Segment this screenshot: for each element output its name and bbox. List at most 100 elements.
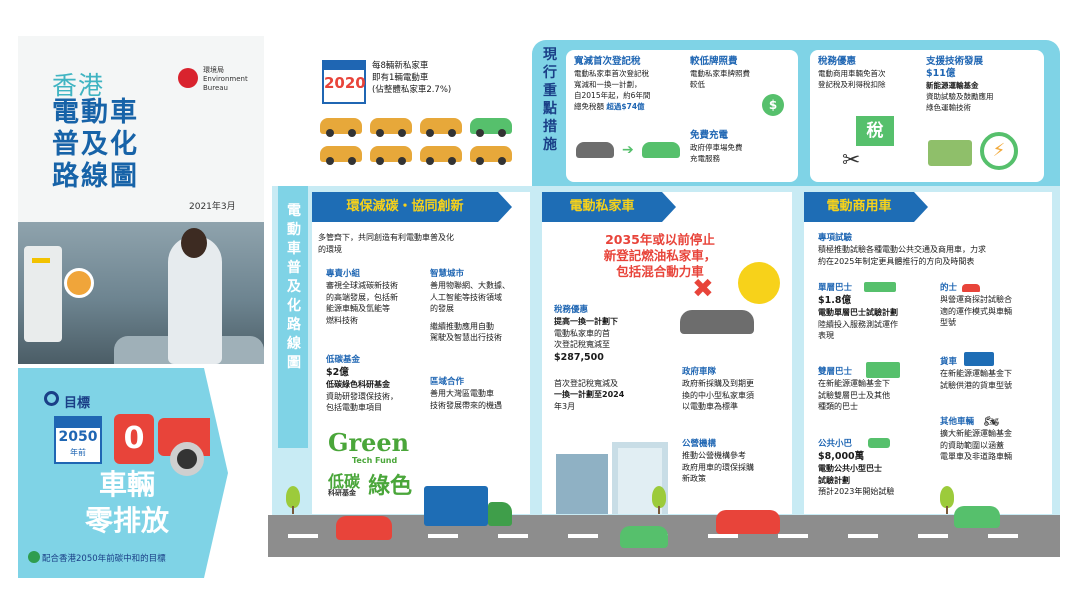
ban-x-icon: ✖	[692, 274, 714, 304]
target-panel: 目標 2050 年前 0 車輛 零排放 配合香港2050年前碳中和的目標	[18, 368, 228, 578]
ev-car-icon	[470, 118, 512, 137]
minibus-amount: $8,000萬	[818, 451, 865, 462]
task-force-title: 專責小組	[326, 269, 361, 279]
car-icon	[320, 118, 362, 137]
target-year: 2050	[58, 429, 98, 445]
public-bodies-line: 推動公營機構參考	[682, 451, 746, 460]
double-deck-bus-icon	[866, 362, 900, 378]
free-charging-block: 免費充電 政府停車場免費 充電服務	[690, 130, 794, 164]
smart-city-line: 的發展	[430, 304, 454, 313]
private-ev-measures-card: 寬減首次登記稅 電動私家車首次登記稅 寬減和一換一計劃， 自2015年起，約6年…	[566, 50, 798, 182]
single-deck-line: 電動單層巴士試驗計劃	[818, 308, 898, 317]
minibus-line: 預計2023年開始試驗	[818, 487, 895, 496]
lane-dash	[498, 534, 528, 538]
cover-title-line3: 普及化	[52, 129, 139, 160]
lane-dash	[778, 534, 808, 538]
double-deck-bus-section: 雙層巴士 在新能源運輸基金下 試驗雙層巴士及其他 種類的巴士	[818, 366, 936, 413]
truck-icon	[424, 486, 488, 526]
cover-title-line4: 路線圖	[52, 161, 139, 192]
taxi-icon	[962, 284, 980, 292]
ev-car-icon	[642, 142, 680, 158]
car-icon	[420, 146, 462, 165]
truck-cab-icon	[488, 502, 512, 526]
task-force-line: 審視全球減碳新技術	[326, 281, 398, 290]
header-arrow	[914, 192, 928, 222]
public-bodies-section: 公營機構 推動公營機構參考 政府用車的環保採購 新政策	[682, 438, 790, 485]
tech-line-3: 綠色運輸技術	[926, 103, 971, 112]
logo-green-cn: 綠色	[368, 474, 413, 499]
licence-fee-block: 較低牌照費 電動私家車牌照費 較低	[690, 56, 794, 90]
department-name: 環境局 Environment Bureau	[203, 66, 248, 93]
charging-title: 免費充電	[690, 130, 729, 141]
motorcycle-icon: 🏍	[984, 414, 1000, 428]
header-arrow	[662, 192, 676, 222]
double-deck-line: 試驗雙層巴士及其他	[818, 390, 890, 400]
taxi-title: 的士	[940, 283, 958, 293]
smart-city-line: 繼續推動應用自動	[430, 321, 494, 331]
car-icon	[320, 146, 362, 165]
stat-line-3: (佔整體私家車2.7%)	[372, 85, 452, 95]
tax-line-1: 電動商用車輛免首次	[818, 69, 886, 78]
target-year-sub: 年前	[70, 448, 86, 457]
minibus-section: 公共小巴 $8,000萬 電動公共小型巴士 試驗計劃 預計2023年開始試驗	[818, 438, 936, 498]
column-private-ev: 電動私家車 2035年或以前停止 新登記燃油私家車， 包括混合動力車 ✖ 稅務優…	[542, 192, 792, 514]
frt-line-2: 寬減和一換一計劃，	[574, 80, 642, 89]
double-deck-line: 種類的巴士	[818, 402, 858, 411]
lane-dash	[428, 534, 458, 538]
frt-line-4: 總免稅額 超過$74億	[574, 101, 686, 112]
smart-city-line: 人工智能等技術領域	[430, 292, 502, 302]
tax-concession-block: 稅務優惠 電動商用車輛免首次 登記稅及利得稅扣除	[818, 56, 922, 90]
tech-amount: $11億	[926, 68, 956, 79]
wheel-icon	[170, 442, 204, 476]
lane-dash	[288, 534, 318, 538]
minibus-line: 電動公共小型巴士	[818, 464, 882, 473]
column-2-header: 電動私家車	[542, 192, 662, 222]
government-logo-icon	[178, 68, 198, 88]
fund-line: 低碳綠色科研基金	[326, 380, 390, 389]
minibus-title: 公共小巴	[818, 439, 853, 449]
double-deck-line: 在新能源運輸基金下	[818, 379, 890, 388]
cover-image: 香港 電動車 普及化 路線圖 環境局 Environment Bureau 20…	[18, 36, 264, 364]
stat-2020-text: 每8輛新私家車 即有1輛電動車 (佔整體私家車2.7%)	[372, 60, 451, 96]
target-icon	[44, 391, 59, 406]
calendar-2050-icon: 2050 年前	[54, 416, 102, 464]
tax-incentive-line: 次登記稅寬減至	[554, 340, 610, 349]
cover-title-hk: 香港	[52, 71, 105, 100]
goods-vehicle-section: 貨車 在新能源運輸基金下 試驗供港的貨車型號	[940, 356, 1050, 391]
calendar-header	[56, 418, 100, 428]
goods-vehicle-line: 試驗供港的貨車型號	[940, 380, 1012, 390]
gov-fleet-line: 政府新採購及到期更	[682, 379, 754, 388]
stat-year: 2020	[324, 74, 366, 92]
frt-highlight: 超過$74億	[606, 102, 645, 111]
low-carbon-fund-section: 低碳基金 $2億 低碳綠色科研基金 資助研發環保技術， 包括電動車項目	[326, 354, 428, 414]
column-green-innovation: 環保減碳・協同創新 多管齊下，共同創造有利電動車普及化 的環境 專責小組 審視全…	[312, 192, 530, 514]
other-vehicles-section: 其他車輛 擴大新能源運輸基金 的資助範圍以涵蓋 電單車及非道路車輛	[940, 416, 1052, 463]
car-icon	[470, 146, 512, 165]
cover-title-line2: 電動車	[52, 97, 139, 128]
taxi-icon	[336, 516, 392, 540]
taxi-section: 的士 與營運商探討試驗合 適的運作模式與車輛 型號	[940, 282, 1050, 329]
frt-line-1: 電動私家車首次登記稅	[574, 69, 649, 78]
double-deck-title: 雙層巴士	[818, 367, 853, 377]
regional-line: 善用大灣區電動車	[430, 389, 494, 398]
other-vehicles-line: 電單車及非道路車輛	[940, 452, 1012, 461]
public-bodies-title: 公營機構	[682, 439, 717, 449]
task-force-section: 專責小組 審視全球減碳新技術 的高端發展，包括新 能源車輛及氫能等 燃料技術	[326, 268, 428, 326]
task-force-line: 的高端發展，包括新	[326, 292, 398, 302]
tax-incentive-line: 首次登記稅寬減及	[554, 378, 618, 388]
intro-line-1: 多管齊下，共同創造有利電動車普及化	[318, 233, 454, 242]
frt-line-4-text: 總免稅額	[574, 102, 604, 111]
regional-line: 技術發展帶來的機遇	[430, 400, 502, 410]
public-bodies-line: 新政策	[682, 474, 706, 483]
single-deck-bus-section: 單層巴士 $1.8億 電動單層巴士試驗計劃 陸續投入服務測試運作 表現	[818, 282, 936, 342]
headline-line-1: 2035年或以前停止	[605, 232, 715, 247]
carbon-neutral-icon	[28, 551, 40, 563]
gov-fleet-line: 換的中小型私家車須	[682, 390, 754, 400]
taxi-line: 型號	[940, 318, 956, 327]
minibus-line: 試驗計劃	[818, 475, 850, 485]
tree-icon	[940, 486, 954, 514]
fund-line: 資助研發環保技術，	[326, 391, 398, 401]
tax-incentive-section: 稅務優惠 提高一換一計劃下 電動私家車的首 次登記稅寬減至 $287,500 首…	[554, 304, 672, 412]
single-deck-title: 單層巴士	[818, 283, 853, 293]
regional-cooperation-section: 區域合作 善用大灣區電動車 技術發展帶來的機遇	[430, 376, 530, 411]
